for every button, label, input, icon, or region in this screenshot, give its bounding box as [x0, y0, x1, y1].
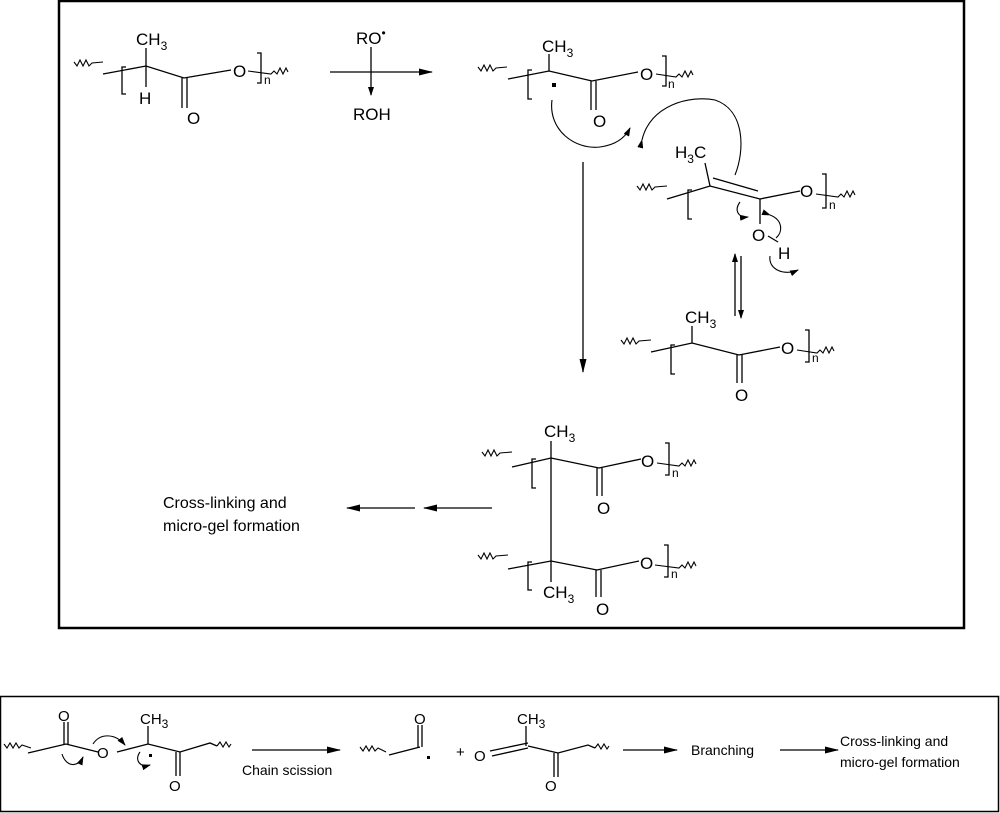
- upper-ester-oxygen: O: [641, 452, 654, 471]
- chain-end-wavy-right: [247, 66, 289, 76]
- ester-oxygen: O: [97, 745, 109, 762]
- repeat-n: n: [264, 73, 271, 87]
- carbonyl-oxygen: O: [414, 711, 426, 728]
- chain-end-wavy-right: [654, 560, 697, 570]
- methyl-label: CH3: [140, 711, 169, 731]
- upper-carbonyl-oxygen: O: [597, 499, 610, 518]
- bracket-open: [670, 344, 675, 375]
- chain-end-wavy-right: [796, 345, 835, 355]
- methyl-label: CH3: [542, 37, 574, 60]
- bracket-open: [121, 66, 126, 95]
- bracket-close: [665, 442, 670, 476]
- lower-methyl-label: CH3: [543, 583, 575, 606]
- chain-end-wavy-left: [3, 741, 32, 750]
- lower-carbonyl-oxygen: O: [596, 600, 609, 619]
- radical-dot: [427, 756, 430, 759]
- alkoxy-radical-label: RO•: [356, 26, 386, 48]
- repeat-n: n: [672, 466, 679, 480]
- radical-polymer: CH3 O O n: [477, 37, 694, 131]
- carbonyl-oxygen: O: [593, 112, 606, 131]
- chain-end-wavy-left: [359, 744, 387, 753]
- chain-end-wavy-left: [477, 551, 509, 561]
- hydrogen-label: H: [139, 89, 151, 108]
- bracket-close: [822, 173, 827, 209]
- radical-dot: [149, 754, 152, 757]
- chain-scission-label: Chain scission: [242, 762, 332, 778]
- carbonyl-oxygen: O: [187, 109, 200, 128]
- branching-label: Branching: [691, 742, 754, 758]
- crosslinking-outcome-line2: micro-gel formation: [840, 754, 960, 770]
- bracket-open: [527, 561, 532, 591]
- ester-oxygen: O: [781, 339, 794, 358]
- bracket-close: [257, 52, 262, 84]
- bracket-open: [531, 458, 536, 489]
- alkene-oxygen: O: [474, 748, 486, 765]
- hydroxyl-hydrogen: H: [778, 244, 790, 263]
- bracket-open: [527, 69, 532, 100]
- top-panel-frame: [57, 0, 966, 630]
- carbonyl-oxygen-2: O: [169, 778, 181, 795]
- enol-intermediate: H3C O H O n: [636, 143, 856, 277]
- acyl-radical-product: O: [359, 711, 430, 759]
- ester-oxygen: O: [640, 65, 653, 84]
- ester-oxygen: O: [233, 62, 246, 81]
- chain-end-wavy-left: [477, 63, 508, 73]
- crosslinking-outcome-line2: micro-gel formation: [163, 518, 300, 535]
- carbonyl-oxygen: O: [735, 386, 748, 405]
- chain-end-wavy-left: [620, 336, 652, 346]
- bottom-panel-frame: [0, 695, 1000, 813]
- chain-end-wavy-right: [656, 458, 697, 468]
- bracket-close: [805, 329, 810, 363]
- chain-end-wavy-right: [655, 69, 694, 79]
- repeat-n: n: [829, 198, 836, 212]
- scission-reactant: O O CH3 O: [3, 708, 232, 795]
- chain-end-wavy-left: [636, 182, 668, 192]
- crosslinked-dimer: CH3 O O n CH3 O O n: [477, 422, 697, 619]
- chain-end-wavy-left: [481, 448, 513, 458]
- lower-ester-oxygen: O: [640, 554, 653, 573]
- bracket-close: [664, 544, 669, 578]
- reactant-polymer: CH3 H O O n: [73, 30, 289, 128]
- bracket-close: [662, 55, 667, 87]
- tautomer-equilibrium-arrows: [732, 253, 744, 319]
- carbonyl-oxygen-1: O: [58, 708, 70, 725]
- ester-oxygen: O: [800, 182, 813, 201]
- hydroxyl-oxygen: O: [752, 226, 765, 245]
- upper-methyl-label: CH3: [544, 422, 576, 445]
- methyl-label: CH3: [517, 711, 546, 731]
- repeat-n: n: [671, 567, 678, 581]
- carbonyl-oxygen: O: [545, 778, 557, 795]
- methyl-label: CH3: [685, 308, 717, 331]
- chain-end-wavy-right: [216, 740, 232, 749]
- radical-dot: [552, 83, 556, 87]
- repeat-n: n: [812, 351, 819, 365]
- repeat-n: n: [668, 77, 675, 91]
- hydrogen-abstraction-arrow: RO• ROH: [330, 26, 433, 124]
- chain-end-wavy-right: [594, 742, 610, 751]
- methyl-label: H3C: [675, 143, 706, 166]
- methyl-label: CH3: [136, 30, 168, 53]
- ketene-product: O CH3 O: [474, 711, 610, 795]
- crosslinking-outcome-line1: Cross-linking and: [840, 733, 948, 749]
- bracket-open: [687, 189, 692, 220]
- crosslinking-outcome-line1: Cross-linking and: [163, 495, 287, 512]
- chain-end-wavy-right: [815, 189, 856, 199]
- resonance-curly-arrows: [551, 98, 742, 176]
- plus-sign: +: [456, 744, 465, 761]
- regenerated-polymer: CH3 O O n: [620, 308, 835, 405]
- chain-end-wavy-left: [73, 58, 104, 68]
- alcohol-label: ROH: [353, 105, 391, 124]
